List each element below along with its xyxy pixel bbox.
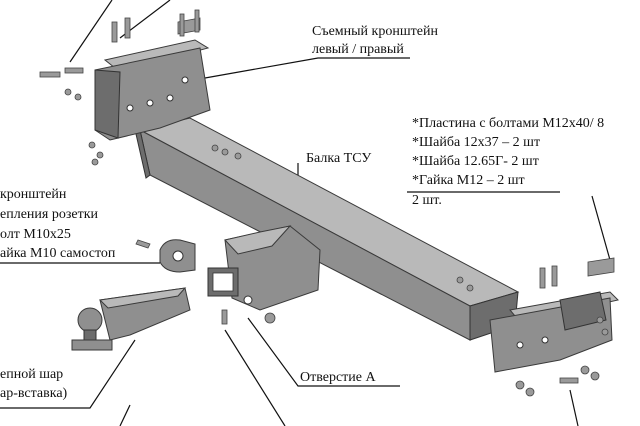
ball-mount [71, 287, 191, 351]
side-washer-1 [64, 88, 72, 96]
beam-nut-3 [234, 152, 242, 160]
right-bracket-hole-1 [516, 341, 524, 349]
tow-ball [77, 307, 103, 333]
side-bolt-2 [64, 67, 84, 74]
right-bolt-3 [559, 377, 579, 384]
label-socket-line4: айка М10 самостоп [0, 246, 116, 261]
label-hole-a: Отверстие А [300, 370, 376, 385]
label-washer-2: *Шайба 12.65Г- 2 шт [412, 154, 539, 169]
left-bracket-hole-1 [126, 104, 134, 112]
tow-beam [135, 117, 520, 341]
leader-hole-a [247, 317, 400, 387]
receiver-opening [212, 272, 234, 292]
left-bracket-hole-4 [181, 76, 189, 84]
beam-nut-5 [466, 284, 474, 292]
leader-bracket-removable [204, 57, 410, 79]
top-stud-1 [179, 13, 185, 37]
right-nut-2 [590, 371, 600, 381]
right-bolt-2 [551, 265, 558, 287]
nut-2 [96, 151, 104, 159]
side-bolt-1 [39, 71, 61, 78]
socket-bracket [135, 239, 196, 273]
label-nut: *Гайка М12 – 2 шт [412, 173, 525, 188]
hardware [39, 9, 615, 397]
leader-bottom-left [119, 404, 131, 426]
beam-nut-1 [211, 144, 219, 152]
beam-nut-2 [221, 148, 229, 156]
label-plate-bolts: *Пластина с болтами М12х40/ 8 [412, 116, 605, 131]
hole-a-marker [243, 295, 253, 305]
right-bracket-flange [559, 291, 607, 331]
label-socket-line2: епления розетки [0, 207, 98, 222]
right-washer-1 [596, 316, 604, 324]
label-beam: Балка ТСУ [306, 151, 372, 166]
label-bracket-removable-line1: Съемный кронштейн [312, 24, 438, 39]
tow-ball-base [71, 339, 113, 351]
leader-ball [0, 339, 136, 409]
leader-bottom-center [224, 329, 286, 426]
left-bracket-side [94, 69, 121, 139]
right-nut-4 [525, 387, 535, 397]
ball-mount-top [98, 287, 187, 309]
label-bracket-removable-line2: левый / правый [312, 42, 404, 57]
leader-plate-bolts [591, 195, 611, 261]
nut-3 [91, 158, 99, 166]
top-bolt-2 [124, 17, 131, 39]
right-washer-2 [601, 328, 609, 336]
center-bolt [221, 309, 228, 325]
label-ball-line2: ар-вставка) [0, 386, 68, 401]
hole-a-washer [264, 312, 276, 324]
right-nut-1 [580, 365, 590, 375]
top-stud-2 [194, 9, 200, 33]
right-nut-3 [515, 380, 525, 390]
socket-bracket-hole [172, 250, 184, 262]
leader-lines [0, 0, 611, 426]
label-socket-line1: кронштейн [0, 187, 67, 202]
left-bracket-hole-2 [146, 99, 154, 107]
right-bolt-1 [539, 267, 546, 289]
label-nut-qty: 2 шт. [412, 193, 442, 208]
receiver-bracket [207, 225, 321, 324]
leader-bottom-right [569, 389, 579, 426]
right-plate [587, 257, 615, 277]
label-ball-line1: епной шар [0, 367, 64, 382]
socket-bolt [135, 239, 151, 249]
nut-1 [88, 141, 96, 149]
receiver-top [224, 225, 292, 255]
left-removable-bracket [94, 39, 211, 141]
label-socket-line3: олт М10х25 [0, 227, 71, 242]
beam-nut-4 [456, 276, 464, 284]
left-bracket-hole-3 [166, 94, 174, 102]
label-washer-1: *Шайба 12х37 – 2 шт [412, 135, 541, 150]
side-washer-2 [74, 93, 82, 101]
right-bracket-hole-2 [541, 336, 549, 344]
top-bolt-1 [111, 21, 118, 43]
leader-top-left-a [69, 0, 113, 63]
right-removable-bracket [489, 291, 619, 373]
